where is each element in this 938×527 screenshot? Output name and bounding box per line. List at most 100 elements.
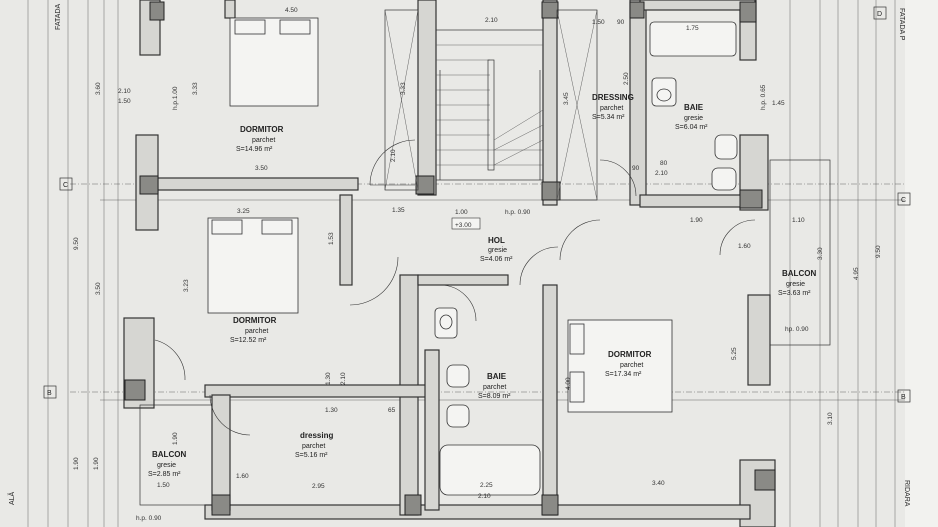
svg-text:3.50: 3.50 [95,282,102,295]
svg-text:S=3.63 m²: S=3.63 m² [778,290,811,297]
right-paper-edge [905,0,938,527]
door-swings [154,139,756,436]
svg-text:2.95: 2.95 [312,483,325,490]
svg-text:HOL: HOL [488,236,505,245]
svg-text:C: C [901,197,906,204]
svg-text:80: 80 [660,160,668,167]
svg-text:2.10: 2.10 [485,17,498,24]
side-text-left-bottom: ALĂ [7,491,16,505]
svg-text:1.50: 1.50 [118,98,131,105]
svg-text:2.10: 2.10 [118,88,131,95]
svg-text:3.25: 3.25 [237,208,250,215]
svg-text:DORMITOR: DORMITOR [233,316,277,325]
svg-text:parchet: parchet [302,443,325,450]
svg-text:5.25: 5.25 [731,347,738,360]
grid-lines [27,0,905,527]
dimension-labels: 4.50 2.10 1.50 90 1.75 3.60 3.33 2.10 1.… [73,7,882,522]
svg-text:1.30: 1.30 [325,372,332,385]
svg-text:S=12.52 m²: S=12.52 m² [230,337,267,344]
svg-text:1.50: 1.50 [157,482,170,489]
room-balcony2: BALCON gresie S=2.85 m² [148,450,186,478]
svg-text:gresie: gresie [157,462,176,469]
svg-text:2.10: 2.10 [478,493,491,500]
side-text-right-bottom: RIDARA [903,480,910,507]
svg-text:S=17.34 m²: S=17.34 m² [605,371,642,378]
svg-text:parchet: parchet [620,362,643,369]
svg-text:parchet: parchet [245,328,268,335]
svg-text:65: 65 [388,407,396,414]
svg-text:S=14.96 m²: S=14.96 m² [236,146,273,153]
svg-text:1.90: 1.90 [93,457,100,470]
svg-text:2.25: 2.25 [480,482,493,489]
svg-text:h.p. 0.90: h.p. 0.90 [136,515,162,522]
interior-walls [157,0,761,516]
svg-text:4.95: 4.95 [853,267,860,280]
svg-text:2.50: 2.50 [623,72,630,85]
axis-marker-c-left: C [59,177,73,191]
svg-text:D: D [877,11,882,18]
svg-text:S=5.34 m²: S=5.34 m² [592,114,625,121]
staircase [435,29,544,181]
svg-text:C: C [63,182,68,189]
svg-text:1.35: 1.35 [392,207,405,214]
svg-text:parchet: parchet [600,105,623,112]
svg-text:parchet: parchet [252,137,275,144]
level-mark: +3.00 [451,217,481,230]
svg-text:1.90: 1.90 [73,457,80,470]
side-text-left-top: FATADA [55,3,62,30]
svg-text:1.30: 1.30 [325,407,338,414]
svg-text:hp. 0.90: hp. 0.90 [785,326,809,333]
svg-text:1.90: 1.90 [172,432,179,445]
room-bedroom2: DORMITOR parchet S=12.52 m² [230,316,277,344]
svg-text:1.90: 1.90 [690,217,703,224]
svg-text:gresie: gresie [488,247,507,254]
svg-text:4.00: 4.00 [565,377,572,390]
svg-text:B: B [47,390,52,397]
svg-text:1.60: 1.60 [738,243,751,250]
side-text-right-top: FATADA P [898,8,905,41]
svg-text:DORMITOR: DORMITOR [608,350,652,359]
room-bath2: BAIE parchet S=8.09 m² [478,372,511,400]
svg-text:h.p.1.00: h.p.1.00 [172,86,179,110]
svg-text:3.33: 3.33 [400,82,407,95]
bed-bedroom1 [229,17,319,107]
bed-bedroom3 [567,319,673,413]
svg-text:3.60: 3.60 [95,82,102,95]
shaft-void [384,9,598,201]
svg-text:S=6.04 m²: S=6.04 m² [675,124,708,131]
svg-text:9.50: 9.50 [73,237,80,250]
bed-bedroom2 [207,217,299,314]
room-balcony1: BALCON gresie S=3.63 m² [778,269,816,297]
balcony-outlines [139,159,831,506]
svg-text:S=8.09 m²: S=8.09 m² [478,393,511,400]
svg-text:dressing: dressing [300,431,333,440]
svg-text:2.10: 2.10 [390,149,397,162]
svg-text:h.p. 0.90: h.p. 0.90 [505,209,531,216]
svg-text:3.23: 3.23 [183,279,190,292]
svg-text:2.10: 2.10 [340,372,347,385]
bath2-fixtures [434,307,541,496]
svg-text:3.33: 3.33 [192,82,199,95]
svg-text:3.45: 3.45 [563,92,570,105]
svg-text:90: 90 [617,19,625,26]
svg-text:BAIE: BAIE [684,103,704,112]
svg-text:S=2.85 m²: S=2.85 m² [148,471,181,478]
svg-text:BAIE: BAIE [487,372,507,381]
svg-text:3.40: 3.40 [652,480,665,487]
svg-text:1.45: 1.45 [772,100,785,107]
axis-marker-d-right: D [873,6,887,20]
svg-text:1.60: 1.60 [236,473,249,480]
svg-text:1.53: 1.53 [328,232,335,245]
svg-text:2.10: 2.10 [655,170,668,177]
room-bath1: BAIE gresie S=6.04 m² [675,103,708,131]
room-hall: HOL gresie S=4.06 m² [480,236,513,263]
svg-text:S=4.06 m²: S=4.06 m² [480,256,513,263]
room-bedroom3: DORMITOR parchet S=17.34 m² [605,350,652,378]
bath1-fixtures [649,21,738,191]
svg-text:gresie: gresie [684,115,703,122]
svg-text:h.p. 0.65: h.p. 0.65 [760,84,767,110]
svg-text:1.50: 1.50 [592,19,605,26]
svg-text:3.30: 3.30 [817,247,824,260]
